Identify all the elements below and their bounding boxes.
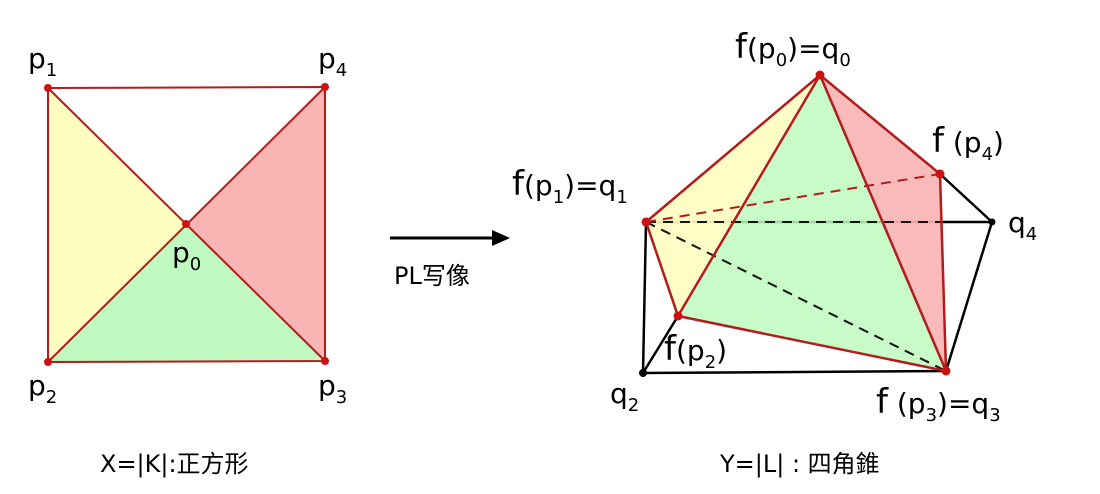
vertex-q2 — [639, 369, 647, 377]
arrow-head — [492, 230, 510, 246]
red-edge-outline — [644, 73, 948, 373]
pyramid: f(p0)=q0 f (p4) f(p1)=q1 q4 f(p2) q2 f (… — [512, 27, 1037, 478]
label-fp0-q0: f(p0)=q0 — [735, 27, 851, 71]
label-p3: p3 — [318, 369, 347, 408]
arrow-label: PL写像 — [394, 262, 470, 290]
vertex-fp4 — [935, 169, 945, 179]
label-p0: p0 — [172, 236, 201, 275]
vertex-p1 — [44, 84, 52, 92]
label-q2: q2 — [610, 377, 639, 416]
vertex-q1 — [641, 217, 651, 227]
vertex-fp2 — [673, 311, 683, 321]
label-fp4: f (p4) — [932, 121, 1004, 165]
label-p4: p4 — [318, 42, 347, 81]
label-fp1-q1: f(p1)=q1 — [512, 164, 628, 208]
red-edge-q0-q3 — [818, 74, 948, 372]
vertex-p3 — [321, 357, 329, 365]
right-caption: Y=|L| : 四角錐 — [719, 450, 880, 478]
square-complex: p1 p4 p0 p2 p3 X=|K|:正方形 — [28, 42, 347, 478]
pl-map-arrow: PL写像 — [390, 230, 510, 290]
label-p1: p1 — [28, 42, 57, 81]
label-q4: q4 — [1008, 206, 1037, 245]
right-green-face — [678, 75, 946, 371]
label-fp3-q3: f (p3)=q3 — [876, 382, 1001, 426]
vertex-q3 — [941, 366, 951, 376]
left-caption: X=|K|:正方形 — [100, 450, 249, 478]
vertex-p4 — [321, 83, 329, 91]
edge-q2-fp2 — [641, 315, 680, 374]
label-p2: p2 — [28, 369, 57, 408]
red-edge-q0-fp2 — [676, 74, 822, 317]
edge-fp4-q4 — [939, 173, 993, 223]
dashed-q1-q3-over — [645, 221, 947, 372]
vertex-q4 — [988, 218, 996, 226]
left-yellow-triangle — [48, 88, 186, 362]
vertex-p0 — [182, 220, 190, 228]
label-fp2: f(p2) — [664, 329, 727, 373]
vertex-p2 — [44, 358, 52, 366]
left-red-triangle — [186, 87, 325, 361]
right-yellow-face — [646, 75, 820, 316]
left-green-triangle — [48, 224, 325, 362]
vertex-q0 — [815, 70, 825, 80]
